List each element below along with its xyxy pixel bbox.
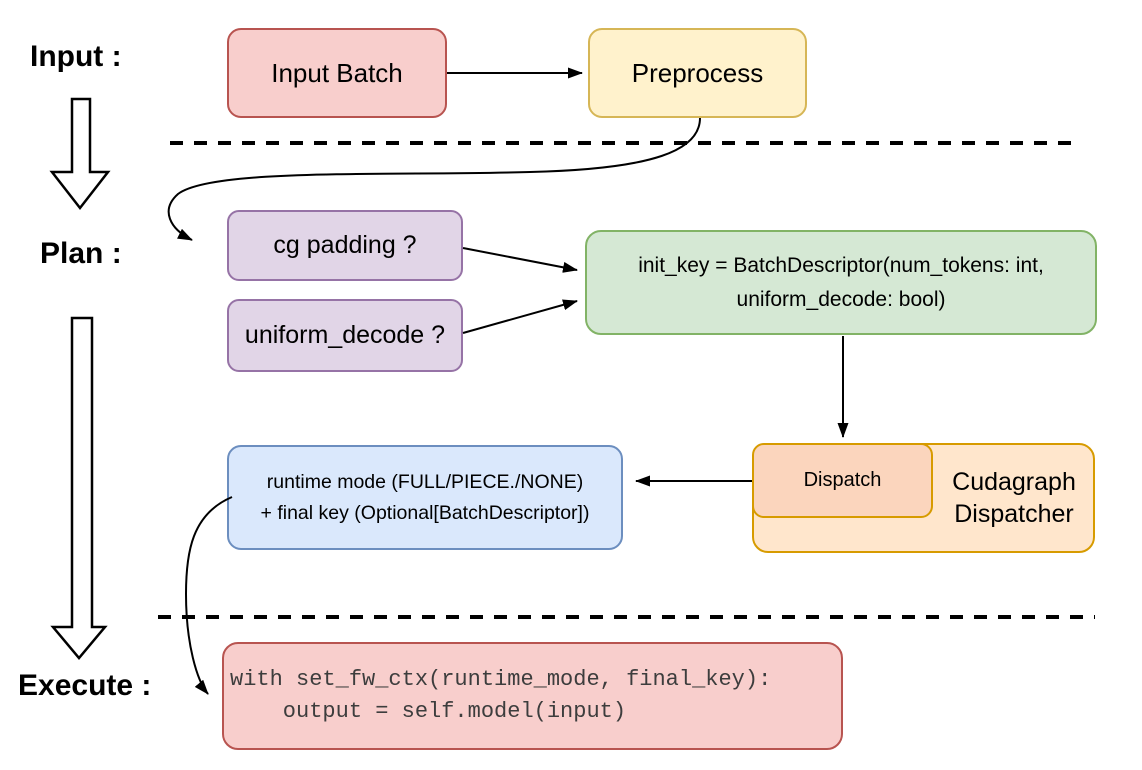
node-cg-padding-label: cg padding ? xyxy=(273,231,417,259)
node-init-key-line1: init_key = BatchDescriptor(num_tokens: i… xyxy=(638,253,1044,277)
node-init-key: init_key = BatchDescriptor(num_tokens: i… xyxy=(585,230,1097,335)
section-label-input: Input : xyxy=(30,40,122,73)
node-uniform-decode: uniform_decode ? xyxy=(227,299,463,372)
node-dispatch-label: Dispatch xyxy=(803,469,882,491)
connector-uniformdecode-initkey xyxy=(462,299,578,334)
down-arrow-input-icon xyxy=(49,97,111,211)
section-label-execute: Execute : xyxy=(18,669,152,702)
node-preprocess-label: Preprocess xyxy=(631,57,764,88)
node-runtime-mode-line2: + final key (Optional[BatchDescriptor]) xyxy=(260,501,590,524)
down-arrow-plan-icon xyxy=(50,316,108,660)
node-runtime-mode: runtime mode (FULL/PIECE./NONE) + final … xyxy=(227,445,623,550)
connector-cgpadding-initkey xyxy=(462,247,578,273)
node-input-batch-label: Input Batch xyxy=(271,57,403,88)
execute-code-line2: output = self.model(input) xyxy=(230,699,627,724)
node-runtime-mode-line1: runtime mode (FULL/PIECE./NONE) xyxy=(266,471,584,494)
node-cg-padding: cg padding ? xyxy=(227,210,463,281)
execute-code-line1: with set_fw_ctx(runtime_mode, final_key)… xyxy=(230,667,772,693)
node-preprocess: Preprocess xyxy=(588,28,807,118)
section-label-plan: Plan : xyxy=(40,237,122,270)
node-dispatch: Dispatch xyxy=(752,443,933,518)
node-execute-code: with set_fw_ctx(runtime_mode, final_key)… xyxy=(222,642,843,750)
node-cudagraph-dispatcher-label: Cudagraph Dispatcher xyxy=(952,467,1076,529)
node-uniform-decode-label: uniform_decode ? xyxy=(244,321,446,349)
node-init-key-line2: uniform_decode: bool) xyxy=(736,287,946,311)
node-input-batch: Input Batch xyxy=(227,28,447,118)
